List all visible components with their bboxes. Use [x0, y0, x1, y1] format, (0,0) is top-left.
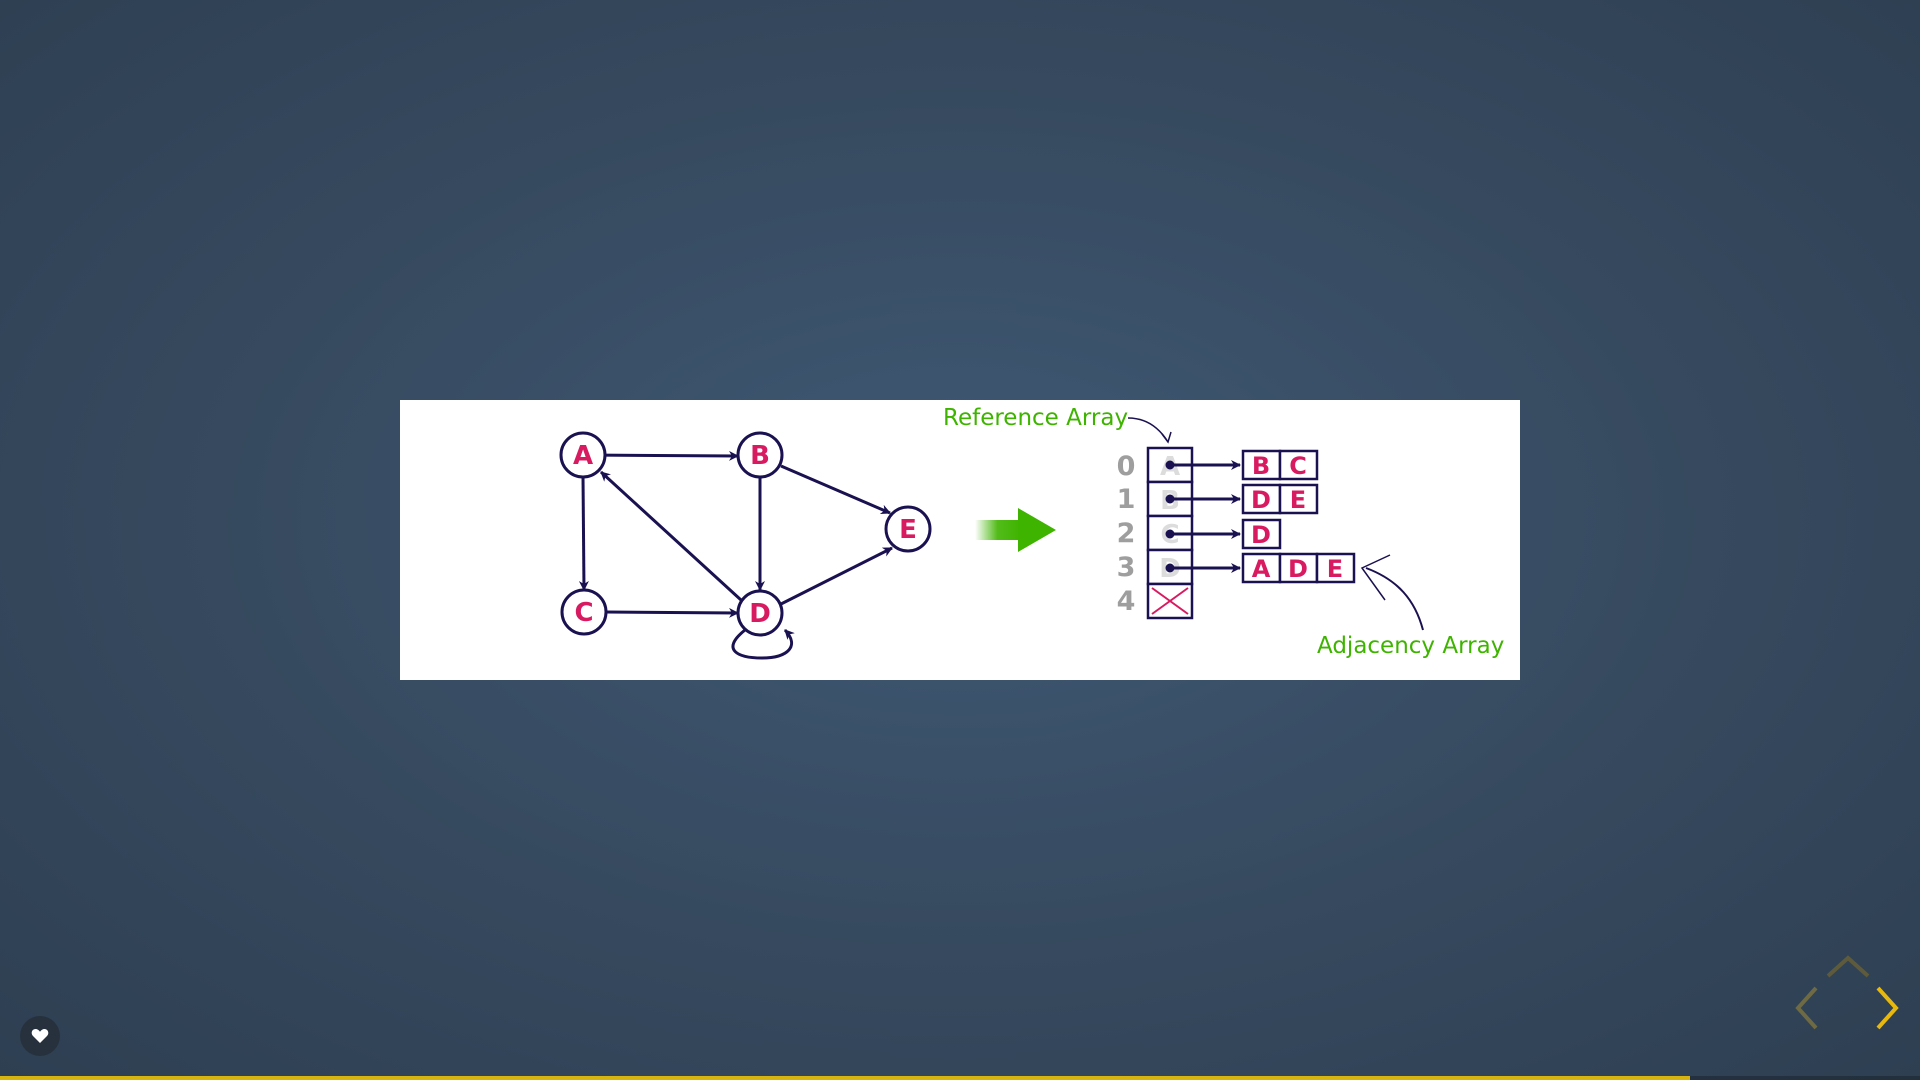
graph-nodes: A B C D E — [559, 431, 932, 637]
progress-bar — [0, 1076, 1920, 1080]
adjacency-list-2: D — [1241, 518, 1282, 550]
like-button[interactable] — [20, 1016, 60, 1056]
chevron-right-icon[interactable] — [1872, 984, 1902, 1032]
null-cell-cross-icon — [1151, 587, 1189, 615]
adjacency-list-1: D E — [1241, 483, 1319, 515]
graph-node-c: C — [560, 588, 608, 636]
graph-node-e: E — [884, 505, 932, 553]
node-label: B — [750, 441, 770, 471]
edge-d-d-loop — [731, 628, 795, 660]
index-label: 1 — [1117, 484, 1136, 515]
adjacency-cell-label: C — [1289, 452, 1307, 480]
adjacency-pointer-icon — [1365, 567, 1424, 631]
slide-image: A B C D E Reference Arra — [400, 400, 1520, 680]
adjacency-cell-label: A — [1252, 555, 1271, 583]
adjacency-cell-label: D — [1251, 521, 1271, 549]
index-label: 3 — [1117, 552, 1136, 583]
index-label: 4 — [1117, 586, 1136, 617]
adjacency-cell-label: E — [1290, 486, 1306, 514]
index-label: 0 — [1117, 451, 1136, 482]
node-label: A — [573, 441, 593, 471]
slide-navigation — [1784, 944, 1914, 1034]
graph-node-b: B — [736, 431, 784, 479]
adjacency-arrays: B C D E D A D E — [1241, 449, 1356, 584]
adjacency-list-0: B C — [1241, 449, 1319, 481]
adjacency-cell-label: E — [1327, 555, 1343, 583]
node-label: D — [749, 599, 771, 629]
graph-node-a: A — [559, 431, 607, 479]
graph-node-d: D — [736, 589, 784, 637]
edge-a-b — [583, 450, 739, 461]
edge-a-c — [578, 475, 589, 591]
edge-d-e — [780, 546, 893, 606]
adjacency-cell-label: B — [1252, 452, 1270, 480]
reference-pointer-icon — [1127, 417, 1169, 443]
graph-adjacency-diagram: A B C D E Reference Arra — [559, 405, 1504, 660]
chevron-up-icon[interactable] — [1824, 952, 1872, 980]
node-label: C — [574, 598, 593, 628]
adjacency-cell-label: D — [1251, 486, 1271, 514]
index-label: 2 — [1117, 518, 1136, 549]
reference-array-label: Reference Array — [943, 405, 1128, 431]
node-label: E — [899, 515, 917, 545]
adjacency-array-label: Adjacency Array — [1317, 633, 1504, 659]
edge-b-e — [780, 464, 891, 515]
progress-fill — [0, 1076, 1690, 1080]
transform-arrow-icon — [975, 508, 1056, 552]
edge-c-d — [605, 607, 739, 618]
adjacency-list-3: A D E — [1241, 552, 1356, 584]
heart-icon — [31, 1029, 49, 1043]
adjacency-cell-label: D — [1288, 555, 1308, 583]
pointer-arrows — [1165, 460, 1241, 573]
chevron-left-icon[interactable] — [1792, 984, 1822, 1032]
graph-edges — [578, 450, 893, 660]
index-labels: 0 1 2 3 4 — [1117, 451, 1136, 617]
edge-d-a — [599, 470, 743, 602]
